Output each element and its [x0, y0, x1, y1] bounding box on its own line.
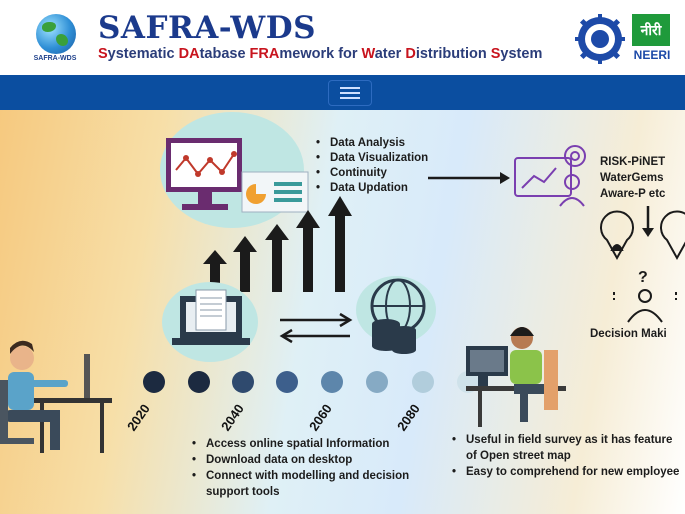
sync-arrows-icon — [279, 312, 353, 344]
list-item: Data Updation — [316, 181, 428, 196]
infographic-art: ? — [0, 112, 685, 453]
tool-item: Aware-P etc — [600, 188, 666, 200]
timeline — [143, 371, 479, 393]
decision-label: Decision Maki — [590, 328, 667, 340]
subtitle-part: S — [98, 46, 108, 62]
list-item: Easy to comprehend for new employee — [452, 464, 680, 480]
neeri-logo[interactable]: नीरी NEERI — [630, 14, 674, 64]
list-item: Continuity — [316, 166, 428, 181]
arrow-right-icon — [428, 172, 510, 184]
analytics-monitor-icon — [160, 112, 309, 228]
cloud-database-icon — [356, 276, 436, 354]
laptop-document-icon — [162, 282, 258, 362]
list-item: Useful in field survey as it has feature… — [452, 432, 680, 464]
decision-making-icon: ? — [600, 210, 685, 323]
safra-logo[interactable]: SAFRA-WDS — [22, 8, 88, 66]
list-item: Download data on desktop — [192, 452, 452, 468]
logo-caption: SAFRA-WDS — [33, 55, 77, 62]
subtitle-part: ystematic — [107, 46, 179, 62]
tool-item: WaterGems — [600, 172, 664, 184]
globe-icon — [36, 14, 76, 54]
site-subtitle: Systematic DAtabase FRAmework for Water … — [98, 46, 542, 62]
subtitle-part: mework for — [279, 46, 362, 62]
neeri-logo-mark: नीरी — [632, 14, 670, 46]
subtitle-part: S — [490, 46, 501, 62]
hero-banner: ? — [0, 110, 685, 514]
subtitle-part: FRA — [249, 46, 280, 62]
analysis-list: Data Analysis Data Visualization Continu… — [316, 136, 428, 196]
subtitle-part: W — [361, 46, 375, 62]
svg-text:?: ? — [638, 269, 648, 286]
field-features-list: Useful in field survey as it has feature… — [452, 432, 680, 480]
analyst-computer-icon — [514, 145, 586, 207]
list-item: Access online spatial Information — [192, 436, 452, 452]
csir-logo — [575, 14, 625, 64]
list-item: Connect with modelling and decision supp… — [192, 468, 452, 500]
tool-item: RISK-PiNET — [600, 156, 666, 168]
neeri-logo-label: NEERI — [633, 48, 671, 62]
subtitle-part: DA — [178, 46, 200, 62]
desktop-features-list: Access online spatial Information Downlo… — [192, 436, 452, 500]
subtitle-part: ater — [374, 46, 406, 62]
list-item: Data Analysis — [316, 136, 428, 151]
growth-arrows-icon — [203, 196, 352, 292]
person-at-desk-illustration — [0, 340, 112, 453]
subtitle-part: ystem — [500, 46, 543, 62]
arrow-down-icon — [642, 206, 654, 237]
site-header: SAFRA-WDS SAFRA-WDS Systematic DAtabase … — [0, 0, 685, 75]
subtitle-part: D — [405, 46, 416, 62]
subtitle-part: tabase — [199, 46, 250, 62]
field-engineer-illustration — [466, 327, 566, 427]
subtitle-part: istribution — [415, 46, 491, 62]
list-item: Data Visualization — [316, 151, 428, 166]
site-title: SAFRA-WDS — [98, 10, 317, 46]
tools-list: RISK-PiNET WaterGems Aware-P etc — [600, 154, 665, 202]
hamburger-menu-icon[interactable] — [328, 80, 372, 106]
